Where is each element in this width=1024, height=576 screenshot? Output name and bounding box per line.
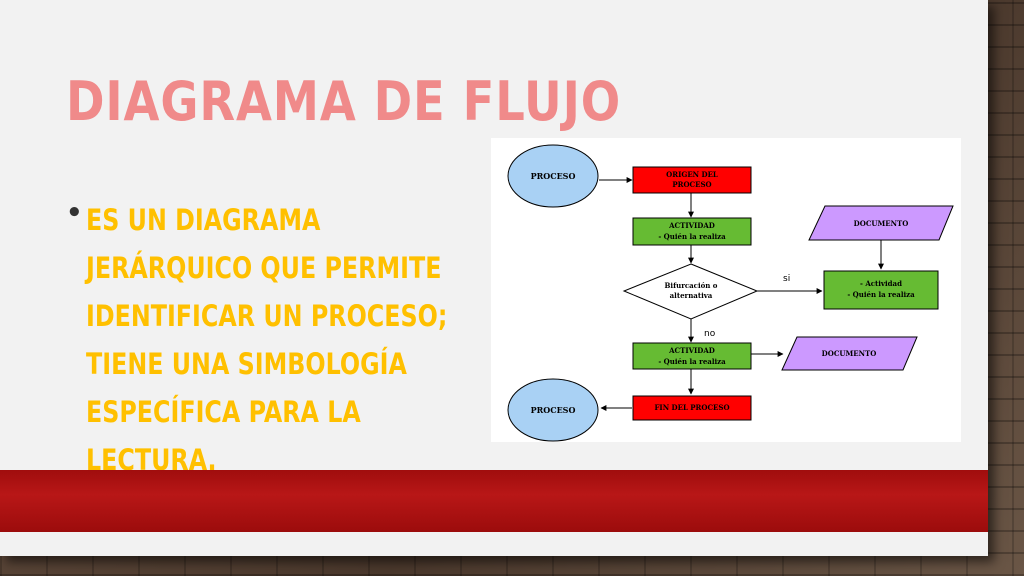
end-process-box-label: FIN DEL PROCESO (654, 403, 729, 412)
activity1-label-2: - Quién la realiza (658, 232, 726, 241)
flowchart-image: PROCESO ORIGEN DEL PROCESO ACTIVIDAD - Q… (491, 138, 961, 442)
activity2-label-1: ACTIVIDAD (668, 346, 715, 355)
connectors (599, 177, 884, 411)
start-process-label: PROCESO (531, 171, 576, 181)
activity2-box (632, 342, 752, 370)
edge-no-label: no (704, 329, 716, 339)
end-process-box (632, 395, 752, 421)
origin-label-2: PROCESO (672, 180, 711, 189)
slide-title: DIAGRAMA DE FLUJO (66, 70, 622, 133)
activity1-box (632, 217, 752, 246)
flowchart-svg: PROCESO ORIGEN DEL PROCESO ACTIVIDAD - Q… (507, 144, 954, 442)
decision-label-2: alternativa (670, 291, 713, 300)
activity-right-label-1: - Actividad (860, 279, 902, 288)
bullet-text: ES UN DIAGRAMA JERÁRQUICO QUE PERMITE ID… (86, 203, 448, 477)
decision-label-1: Bifurcación o (665, 281, 718, 290)
origin-label-1: ORIGEN DEL (666, 170, 718, 179)
document-mid-shape (781, 336, 918, 371)
end-process-circle (507, 378, 599, 442)
document-mid-label: DOCUMENTO (822, 349, 877, 358)
activity-right-box (823, 270, 939, 310)
document-top-shape (808, 205, 954, 241)
document-top-label: DOCUMENTO (854, 219, 909, 228)
activity-right-label-2: - Quién la realiza (847, 290, 915, 299)
slide-card: DIAGRAMA DE FLUJO • ES UN DIAGRAMA JERÁR… (0, 0, 988, 556)
edge-yes-label: si (783, 274, 790, 284)
decision-diamond (622, 263, 759, 320)
bottom-red-bar (0, 470, 988, 532)
origin-box (632, 166, 752, 194)
activity2-label-2: - Quién la realiza (658, 357, 726, 366)
start-process-circle (507, 144, 599, 208)
end-process-label: PROCESO (531, 405, 576, 415)
activity1-label-1: ACTIVIDAD (668, 221, 715, 230)
bullet-icon: • (66, 198, 83, 228)
